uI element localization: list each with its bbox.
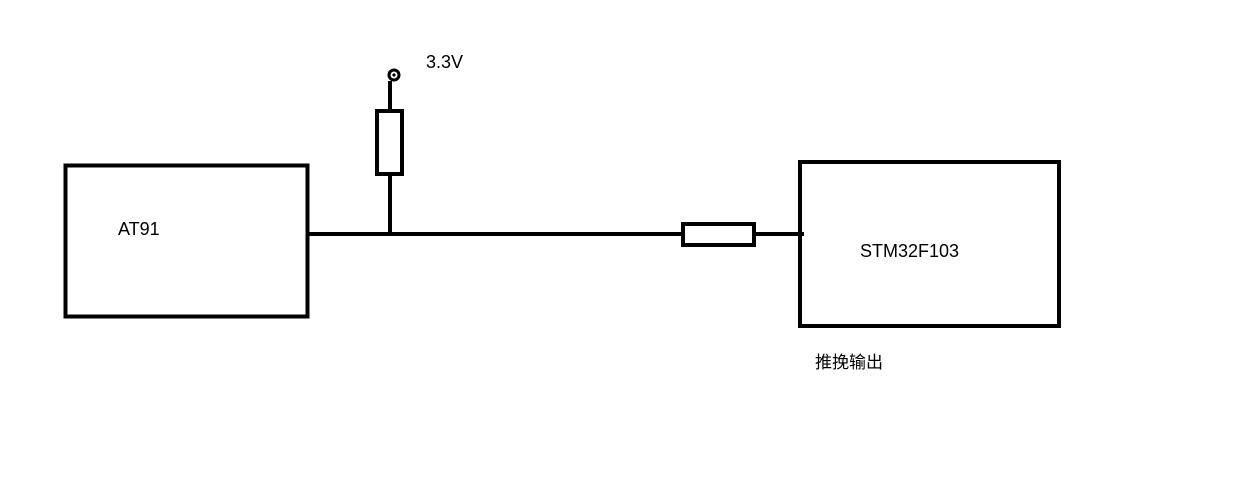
output-mode-label: 推挽输出 bbox=[815, 353, 883, 373]
stm32-chip-box bbox=[798, 160, 1061, 328]
at91-chip-box bbox=[63, 163, 310, 319]
stm32-label: STM32F103 bbox=[860, 241, 959, 261]
pullup-resistor bbox=[375, 109, 404, 176]
at91-label: AT91 bbox=[118, 219, 160, 239]
supply-terminal-dot bbox=[392, 73, 396, 77]
supply-voltage-label: 3.3V bbox=[426, 52, 463, 72]
series-resistor bbox=[681, 222, 756, 247]
